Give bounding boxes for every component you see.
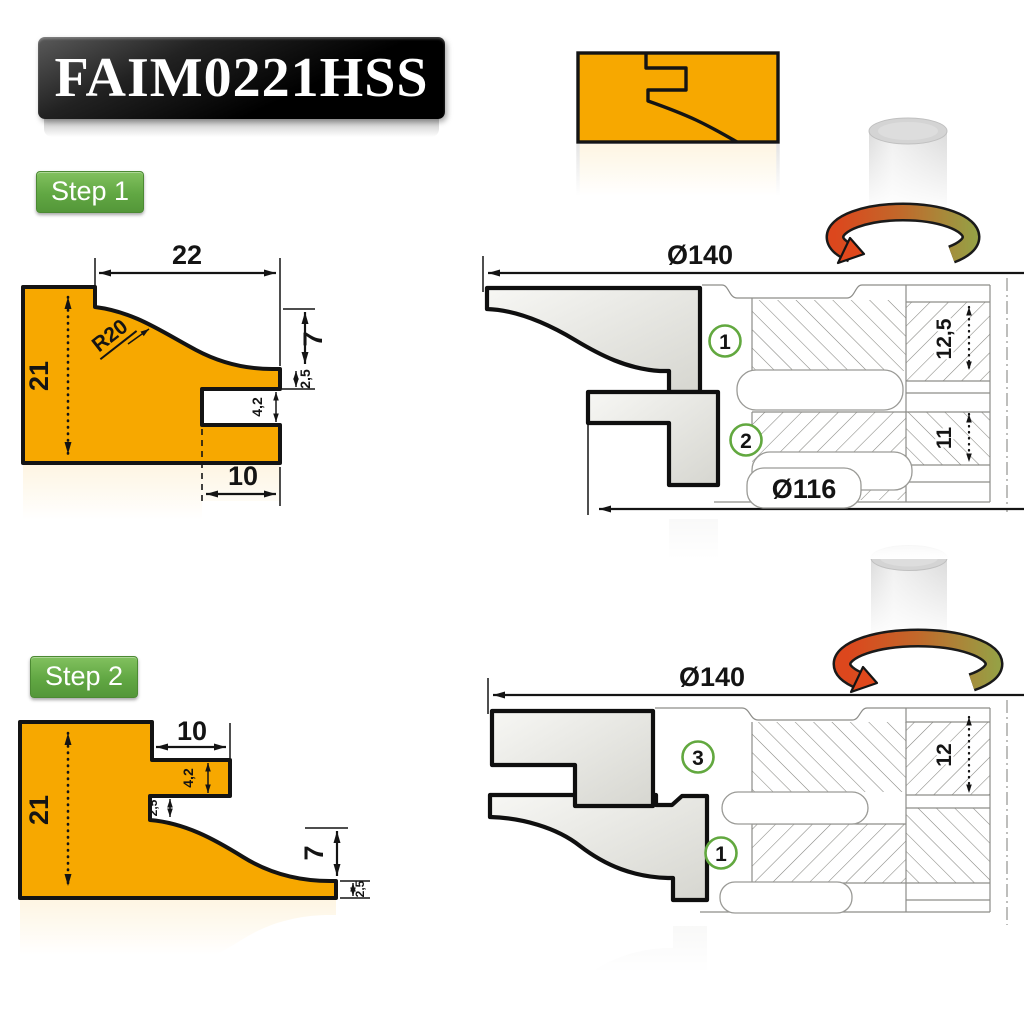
cutter1-hatch-upper-left	[752, 300, 906, 371]
step2-badge: Step 2	[30, 656, 139, 698]
cutter1-body-top-edge	[702, 284, 990, 299]
step1-profile-fade	[10, 464, 350, 520]
knife-1-number: 1	[715, 843, 727, 866]
product-title-banner: FAIM0221HSS	[38, 37, 445, 137]
cutter1-hatch-lower-right	[906, 412, 990, 465]
dim-label-42: 4,2	[180, 768, 196, 788]
knife-number-badge	[704, 836, 738, 870]
knife-2-shape	[588, 392, 718, 485]
cutter2-hatch-lower-right	[906, 808, 990, 883]
dim-label-21: 21	[24, 795, 54, 825]
step1-badge: Step 1	[36, 171, 145, 213]
cutter2-wedge-slot-1	[721, 791, 869, 825]
dim-label-10: 10	[228, 461, 258, 491]
rotation-arrow-icon	[832, 628, 1004, 700]
cutter2-hatch-upper-right	[906, 722, 990, 795]
rotation-arrow-icon	[825, 202, 981, 272]
dim-label-10: 10	[177, 716, 207, 746]
cutter2-hatch-lower-left	[752, 824, 906, 883]
knife-1-number: 1	[719, 331, 731, 354]
knife-2-number: 2	[740, 430, 752, 453]
dim-label-21: 21	[24, 361, 54, 391]
dim-ext-25-bottom	[340, 880, 370, 899]
step1-wood-profile-shape	[21, 285, 282, 465]
cutter1-wedge-slot-1	[736, 369, 904, 411]
step1-profile-drawing: 22 21 R20 7 2,5 4,2 10	[10, 240, 350, 520]
cutter2-wedge-slot-2	[719, 881, 853, 914]
knife-3-number: 3	[692, 747, 704, 770]
joint-profile-thumbnail	[570, 51, 786, 196]
cutter2-body-top-edge	[655, 707, 990, 721]
step1-cutter-drawing: 1 2 Ø140 12,5 11 Ø116	[470, 238, 1024, 559]
cutter1-hatch-upper-right	[906, 302, 990, 381]
dia116-label: Ø116	[772, 474, 837, 504]
dim-label-125: 12,5	[933, 318, 956, 359]
knife-1-shape	[490, 795, 707, 900]
knife-3-shape	[492, 711, 653, 806]
step2-profile-drawing: 10 4,2 2,5 21 7 2,5	[10, 716, 370, 955]
joint-seam-line	[644, 53, 738, 144]
spindle-2	[832, 545, 1004, 700]
knife-number-badge	[729, 423, 763, 457]
dia140-label: Ø140	[679, 662, 745, 692]
knife-number-badge	[708, 324, 742, 358]
dim-label-11: 11	[933, 427, 956, 450]
step1-cutter-fade	[470, 503, 1024, 559]
joint-reflection-fade	[570, 144, 786, 196]
dim-label-25-step: 2,5	[146, 799, 160, 816]
spindle-top-inner	[878, 122, 938, 140]
cutter2-hatch-upper-left	[752, 722, 906, 792]
step2-cutter-fade	[470, 913, 1024, 973]
dim-label-42: 4,2	[249, 397, 265, 417]
dim-label-7: 7	[298, 331, 328, 346]
r20-underline	[99, 330, 138, 361]
product-title: FAIM0221HSS	[54, 47, 429, 109]
dim-label-22: 22	[172, 240, 202, 270]
dia140-label: Ø140	[667, 240, 733, 270]
r20-leader-arrow	[127, 328, 150, 345]
dim-label-7: 7	[299, 845, 329, 860]
spindle-1	[825, 117, 981, 272]
knife-1-shape	[487, 288, 700, 392]
step1-badge-label: Step 1	[51, 176, 130, 206]
knife-number-badge	[681, 740, 715, 774]
dim-ext-lines	[94, 258, 281, 366]
dim-label-25-bottom: 2,5	[353, 880, 367, 897]
dim-label-25: 2,5	[297, 369, 313, 389]
step2-cutter-drawing: 3 1 Ø140 12	[470, 660, 1024, 973]
step2-badge-label: Step 2	[45, 661, 124, 691]
dia116-label-box	[746, 467, 862, 509]
dim-label-12: 12	[933, 743, 956, 766]
step2-profile-fade	[10, 899, 370, 955]
